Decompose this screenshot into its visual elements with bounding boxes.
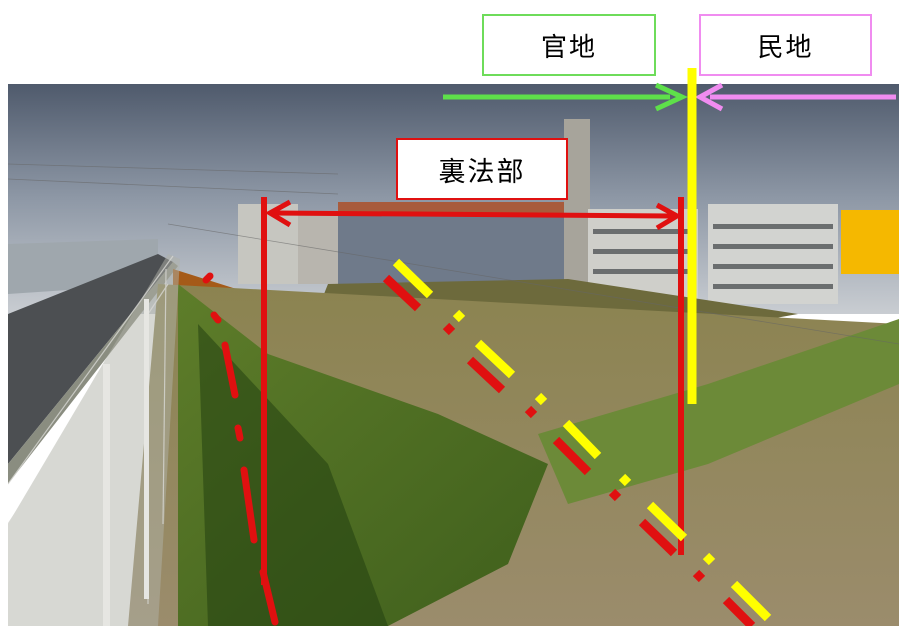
- label-urahou: 裏法部: [396, 138, 568, 200]
- label-kanchi: 官地: [482, 14, 656, 76]
- label-minchi: 民地: [699, 14, 872, 76]
- orange-square-marker: [841, 210, 899, 274]
